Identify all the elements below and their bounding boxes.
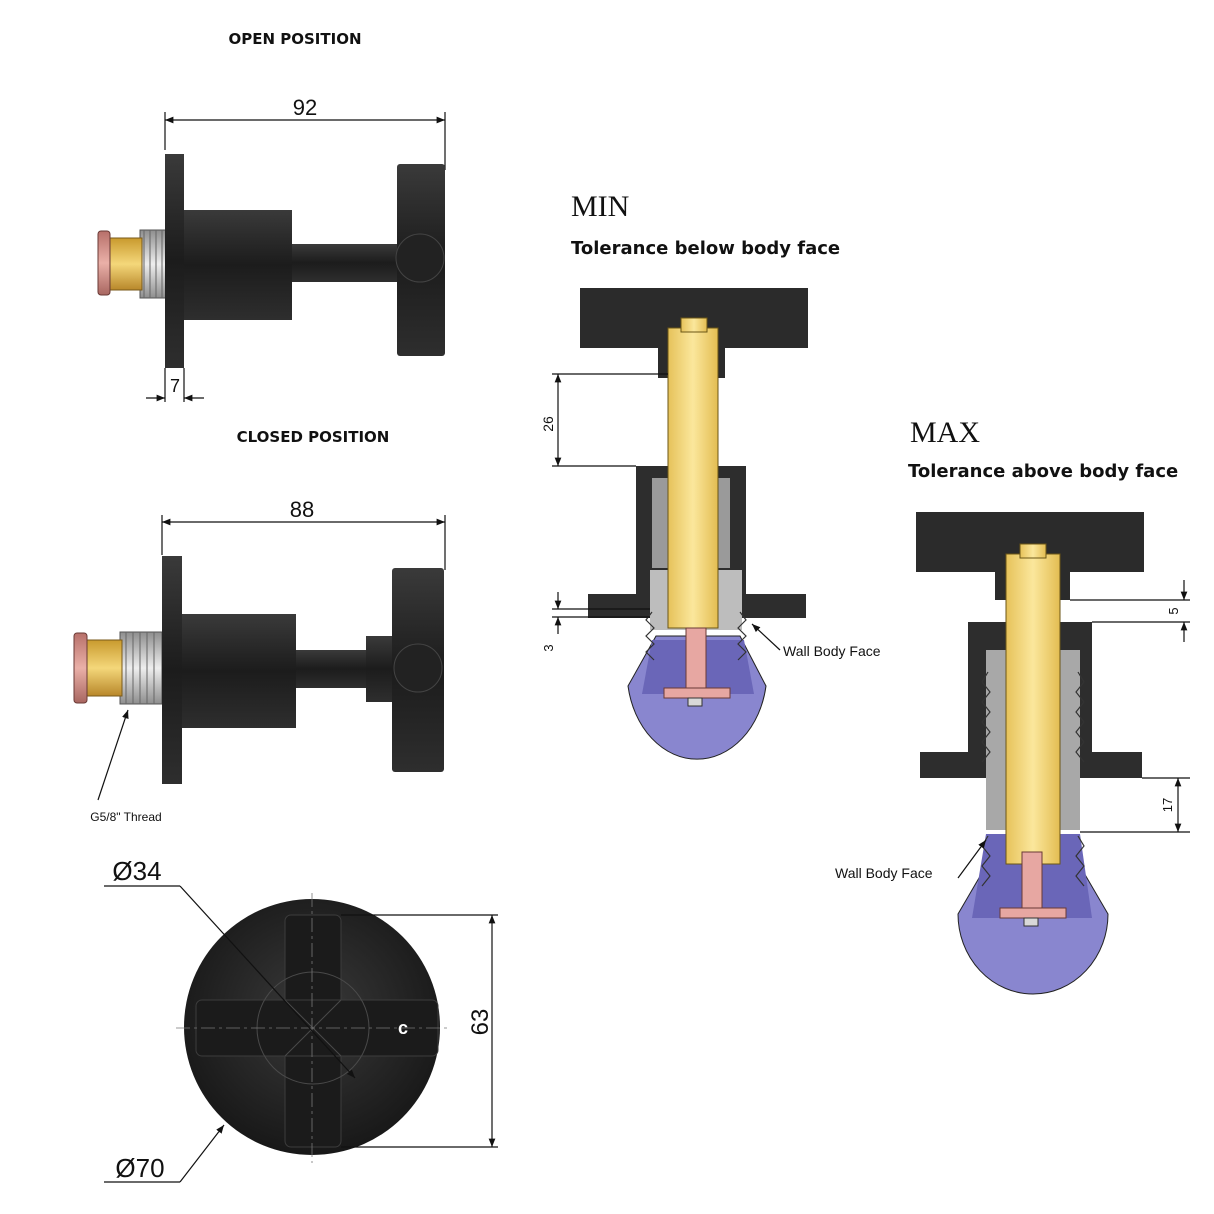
open-width-dimension: 92 <box>293 95 317 120</box>
max-section: MAX Tolerance above body face 5 <box>835 416 1190 995</box>
max-subtitle: Tolerance above body face <box>908 461 1178 482</box>
open-copper-tip <box>97 230 111 296</box>
closed-flange <box>162 556 182 784</box>
front-view: c Ø34 Ø70 63 <box>104 856 498 1183</box>
small-diameter-dimension: Ø34 <box>112 856 161 886</box>
closed-copper-tip <box>73 632 88 704</box>
open-body <box>184 210 292 320</box>
open-brass-spindle <box>107 237 143 291</box>
min-brass-stem <box>667 327 719 629</box>
min-stem-tip <box>680 317 708 333</box>
min-wall-label: Wall Body Face <box>783 643 881 659</box>
large-diameter-dimension: Ø70 <box>115 1153 164 1183</box>
max-pink-bar <box>999 907 1067 919</box>
open-position-view: OPEN POSITION 92 7 <box>97 30 446 402</box>
closed-position-view: CLOSED POSITION 88 G5/8" Thread <box>73 428 446 824</box>
closed-width-dimension: 88 <box>290 497 314 522</box>
min-thread-left <box>652 478 668 568</box>
closed-brass-spindle <box>83 639 123 697</box>
min-title: MIN <box>571 190 629 223</box>
closed-stem <box>296 650 376 688</box>
closed-handle-hub <box>393 643 443 693</box>
min-dimension-b: 3 <box>541 644 556 651</box>
max-pink-spindle <box>1021 851 1043 913</box>
max-title: MAX <box>910 416 980 449</box>
max-dimension-a: 5 <box>1166 607 1181 614</box>
closed-body <box>182 614 296 728</box>
open-flange <box>165 154 184 368</box>
open-handle-hub <box>395 233 445 283</box>
max-pin <box>1023 917 1039 927</box>
min-pin <box>687 697 703 707</box>
max-stem-tip <box>1019 543 1047 559</box>
closed-stem-collar <box>366 636 396 702</box>
closed-position-title: CLOSED POSITION <box>237 428 390 446</box>
max-brass-stem <box>1005 553 1061 865</box>
min-pink-bar <box>663 687 731 699</box>
min-pink-spindle <box>685 627 707 691</box>
open-stem <box>292 244 400 282</box>
min-dimension-a: 26 <box>540 416 556 432</box>
thread-label: G5/8" Thread <box>90 810 161 824</box>
min-section: MIN Tolerance below body face 26 <box>540 190 881 760</box>
front-height-dimension: 63 <box>467 1009 494 1036</box>
min-subtitle: Tolerance below body face <box>571 238 840 259</box>
open-flange-dimension: 7 <box>170 376 180 396</box>
max-wall-label: Wall Body Face <box>835 865 933 881</box>
open-position-title: OPEN POSITION <box>228 30 361 48</box>
max-thread-right <box>1060 650 1080 830</box>
max-dimension-b: 17 <box>1160 798 1175 812</box>
max-thread-left <box>986 650 1006 830</box>
